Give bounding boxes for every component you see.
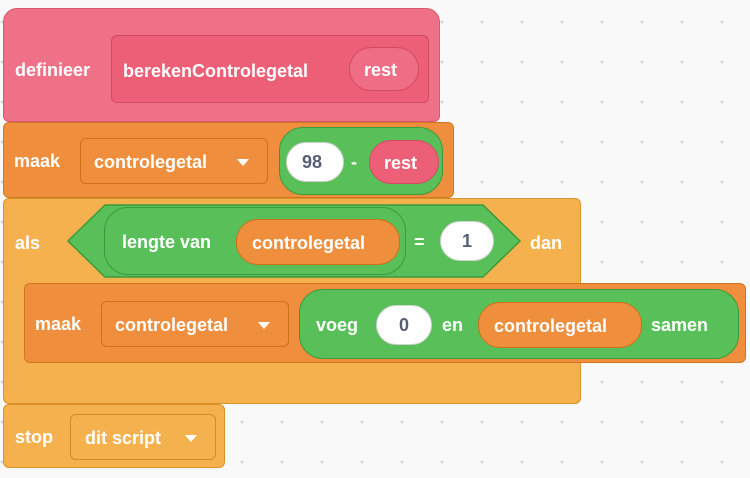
stop-keyword: stop	[15, 427, 53, 447]
number-value: 1	[462, 231, 473, 251]
rest-reporter[interactable]: rest	[369, 140, 439, 184]
join-suffix: samen	[651, 315, 709, 335]
number-value: 98	[302, 152, 323, 172]
triangle-down-icon	[237, 159, 249, 166]
set-keyword: maak	[35, 314, 82, 334]
then-keyword: dan	[530, 233, 563, 253]
length-label: lengte van	[122, 232, 212, 252]
variable-name: controlegetal	[94, 152, 208, 172]
text-value: 0	[399, 315, 410, 335]
custom-block-name: berekenControlegetal	[123, 61, 309, 81]
number-input-98[interactable]: 98	[286, 142, 344, 182]
define-keyword: definieer	[15, 60, 91, 80]
join-middle: en	[442, 315, 464, 335]
stop-option: dit script	[85, 428, 162, 448]
stop-option-dropdown[interactable]: dit script	[70, 414, 216, 460]
define-block[interactable]: definieer berekenControlegetal rest	[3, 8, 440, 122]
if-keyword: als	[15, 233, 41, 253]
rest-label: rest	[384, 153, 418, 173]
stop-block[interactable]: stop dit script	[3, 404, 225, 468]
set-variable-block-2[interactable]: maak controlegetal voeg 0 en controleget…	[24, 283, 746, 363]
param-label: rest	[364, 60, 398, 80]
variable-label: controlegetal	[252, 233, 366, 253]
variable-name: controlegetal	[115, 315, 229, 335]
custom-block-prototype[interactable]: berekenControlegetal rest	[111, 35, 429, 103]
triangle-down-icon	[185, 435, 197, 442]
join-operator[interactable]: voeg 0 en controlegetal samen	[299, 289, 739, 359]
text-input-0[interactable]: 0	[376, 305, 432, 345]
param-reporter-rest[interactable]: rest	[349, 47, 419, 91]
controlegetal-reporter[interactable]: controlegetal	[478, 302, 642, 348]
number-input-1[interactable]: 1	[440, 221, 494, 261]
variable-label: controlegetal	[494, 316, 608, 336]
variable-dropdown[interactable]: controlegetal	[80, 138, 268, 184]
controlegetal-reporter[interactable]: controlegetal	[236, 219, 400, 265]
equals-symbol: =	[414, 232, 425, 252]
join-prefix: voeg	[316, 315, 359, 335]
variable-dropdown[interactable]: controlegetal	[101, 301, 289, 347]
set-keyword: maak	[14, 151, 61, 171]
triangle-down-icon	[258, 322, 270, 329]
length-of-reporter[interactable]: lengte van controlegetal	[104, 207, 406, 275]
subtract-operator[interactable]: 98 - rest	[279, 127, 443, 195]
minus-symbol: -	[351, 152, 357, 172]
set-variable-block-1[interactable]: maak controlegetal 98 - rest	[3, 122, 454, 198]
